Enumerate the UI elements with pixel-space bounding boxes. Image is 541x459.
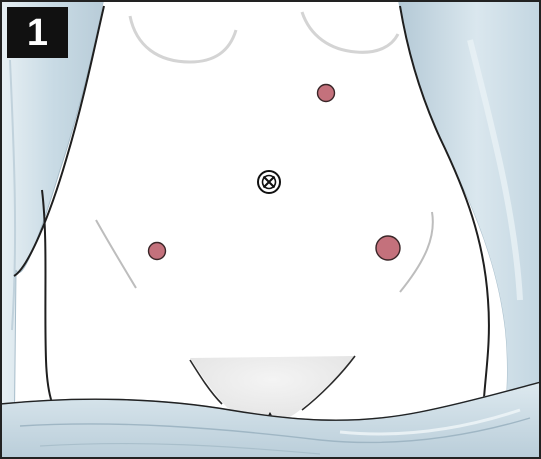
epigastric-port: [318, 85, 335, 102]
umbilical-camera-port: [258, 171, 280, 193]
step-number-badge: 1: [7, 7, 68, 58]
left-lower-quadrant-port: [376, 236, 400, 260]
right-lower-quadrant-port: [149, 243, 166, 260]
